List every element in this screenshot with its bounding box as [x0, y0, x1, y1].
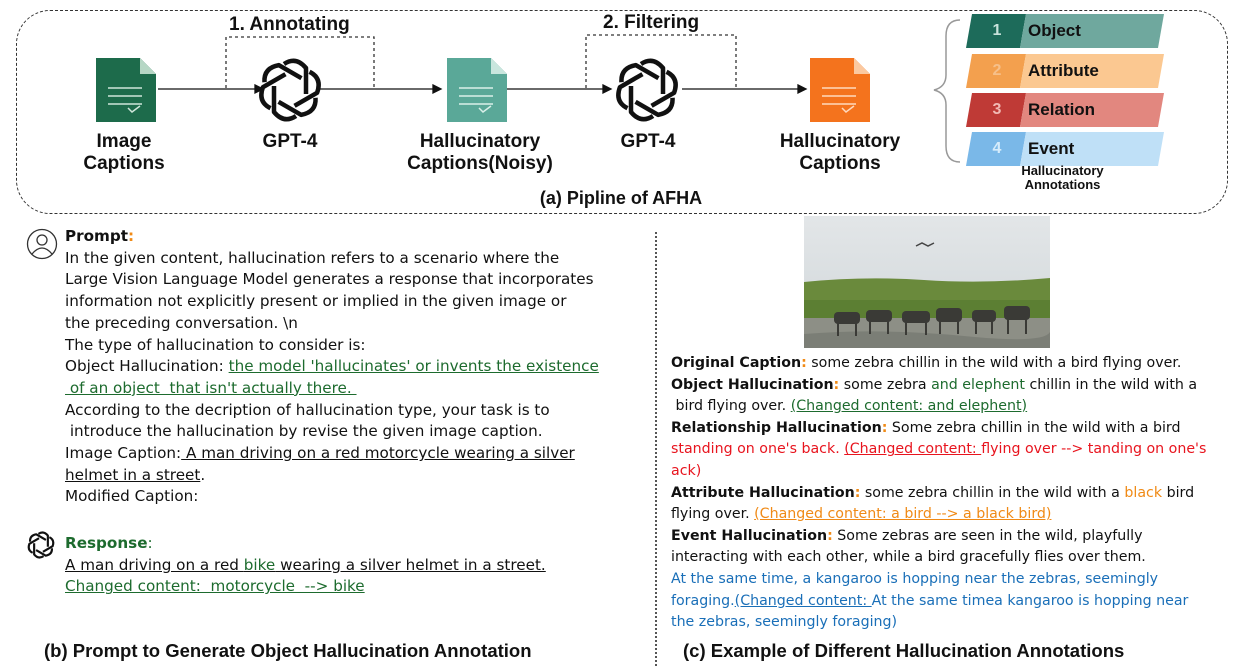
pipeline-connectors	[158, 19, 961, 163]
node-gpt4-annotating: GPT-4	[262, 131, 318, 152]
prompt-line: information not explicitly present or im…	[65, 292, 567, 311]
prompt-body: Prompt: In the given content, hallucinat…	[65, 226, 655, 508]
original-label: Original Caption	[671, 355, 802, 371]
event-changed-end: the zebras, seemingly foraging)	[671, 614, 898, 631]
response-text-end: wearing a silver helmet in a street.	[275, 555, 546, 574]
event-text-cont: interacting with each other, while a bir…	[671, 549, 1146, 566]
task-line: According to the decription of hallucina…	[65, 400, 550, 419]
response-changed-content: Changed content: motorcycle --> bike	[65, 577, 365, 596]
relation-text: Some zebra chillin in the wild with a bi…	[887, 419, 1181, 436]
obj-hall-def-cont: of an object that isn't actually there.	[65, 378, 357, 397]
prompt-panel-caption: (b) Prompt to Generate Object Hallucinat…	[44, 640, 532, 661]
relation-changed-prefix: (Changed content:	[844, 441, 982, 458]
final-captions-doc-icon	[810, 58, 870, 122]
tag-label: Attribute	[1028, 61, 1099, 80]
object-text-end: bird flying over.	[671, 398, 791, 415]
tag-label: Event	[1028, 139, 1075, 158]
node-gpt4-filtering: GPT-4	[620, 131, 676, 152]
annotation-tag-object: 1 Object	[966, 14, 1164, 48]
node-image-captions: Image Captions	[83, 131, 165, 174]
object-inserted: and elephent	[931, 376, 1025, 393]
step-annotating-label: 1. Annotating	[229, 14, 350, 35]
attribute-inserted: black	[1124, 484, 1163, 501]
attribute-text-cont: bird	[1162, 484, 1195, 501]
task-line: introduce the hallucination by revise th…	[65, 422, 543, 441]
example-panel-caption: (c) Example of Different Hallucination A…	[683, 640, 1125, 661]
noisy-captions-doc-icon	[447, 58, 507, 122]
tag-number: 2	[992, 62, 1002, 79]
prompt-line: the preceding conversation. \n	[65, 313, 298, 332]
pipeline-caption: (a) Pipline of AFHA	[539, 188, 703, 208]
gpt4-annotating-icon	[255, 58, 325, 125]
annotation-tag-relation: 3 Relation	[966, 93, 1164, 127]
relation-inserted: standing on one's back.	[671, 441, 845, 458]
event-label: Event Hallucination	[671, 527, 828, 544]
annotation-tag-event: 4 Event	[966, 132, 1164, 166]
tag-label: Relation	[1028, 100, 1096, 119]
tag-shape	[966, 132, 1164, 166]
prompt-line: The type of hallucination to consider is…	[65, 335, 366, 354]
response-body: Response: A man driving on a red bike we…	[65, 533, 655, 598]
gpt-response-icon	[26, 531, 56, 559]
response-colon: :	[147, 534, 153, 552]
response-text: A man driving on a red	[65, 555, 244, 574]
image-caption-prefix: Image Caption:	[65, 444, 182, 463]
image-captions-doc-icon	[96, 58, 156, 122]
event-inserted: At the same time, a kangaroo is hopping …	[671, 570, 1159, 587]
pipeline-border	[16, 10, 1228, 214]
object-label: Object Hallucination	[671, 376, 834, 393]
attribute-changed: (Changed content: a bird --> a black bir…	[754, 506, 1052, 523]
relation-label: Relationship Hallucination	[671, 419, 882, 436]
obj-hall-prefix: Object Hallucination:	[65, 357, 229, 376]
object-text-cont: chillin in the wild with a	[1024, 376, 1198, 393]
attribute-text: some zebra chillin in the wild with a	[860, 484, 1125, 501]
relation-changed: flying over --> tanding on one's	[981, 441, 1207, 458]
event-text: Some zebras are seen in the wild, playfu…	[832, 527, 1143, 544]
user-avatar-icon	[26, 228, 58, 260]
prompt-colon: :	[128, 227, 135, 245]
response-changed-word: bike	[243, 555, 276, 574]
node-noisy-captions: Hallucinatory Captions(Noisy)	[407, 131, 553, 174]
attribute-label: Attribute Hallucination	[671, 484, 855, 501]
object-changed: (Changed content: and elephent)	[790, 398, 1028, 415]
tag-label: Object	[1028, 21, 1081, 40]
prompt-line: In the given content, hallucination refe…	[65, 248, 560, 267]
tag-shape	[966, 93, 1164, 127]
tag-number: 1	[992, 22, 1002, 39]
relation-changed-end: ack)	[671, 462, 702, 479]
gpt4-filtering-icon	[612, 58, 682, 125]
image-caption-text-cont: helmet in a street	[65, 465, 201, 484]
event-changed: At the same timea kangaroo is hopping ne…	[871, 592, 1189, 609]
response-title: Response	[65, 534, 148, 552]
attribute-text-end: flying over.	[671, 506, 755, 523]
event-inserted-end: foraging.	[671, 592, 735, 609]
panel-divider	[655, 232, 657, 666]
tag-number: 3	[992, 101, 1002, 118]
tag-shape	[966, 14, 1164, 48]
prompt-line: Large Vision Language Model generates a …	[65, 270, 594, 289]
obj-hall-def: the model 'hallucinates' or invents the …	[228, 357, 599, 376]
example-body: Original Caption: some zebra chillin in …	[671, 353, 1241, 634]
modified-caption-label: Modified Caption:	[65, 487, 199, 506]
original-text: some zebra chillin in the wild with a bi…	[806, 355, 1182, 371]
step-filtering-label: 2. Filtering	[603, 12, 700, 33]
annotation-tag-attribute: 2 Attribute	[966, 54, 1164, 88]
zebra-photo	[804, 216, 1050, 348]
annotations-label: Hallucinatory Annotations	[1021, 163, 1104, 192]
tag-shape	[966, 54, 1164, 88]
image-caption-text: A man driving on a red motorcycle wearin…	[181, 444, 575, 463]
prompt-title: Prompt	[65, 227, 129, 245]
tag-number: 4	[992, 140, 1002, 157]
object-text: some zebra	[839, 376, 932, 393]
image-caption-end: .	[200, 465, 206, 484]
node-final-captions: Hallucinatory Captions	[779, 131, 901, 174]
event-changed-prefix: (Changed content:	[734, 592, 872, 609]
